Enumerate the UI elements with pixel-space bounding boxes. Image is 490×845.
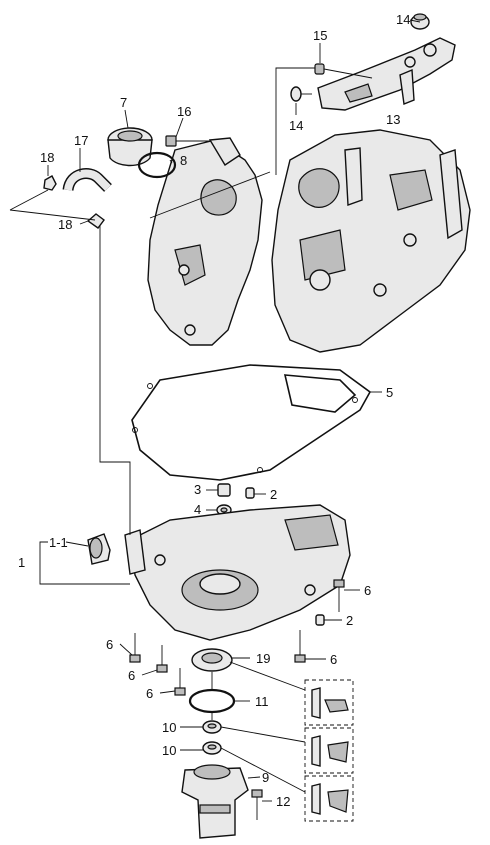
- dowel-part-2-lower: [315, 614, 325, 626]
- clip-part-18-upper: [43, 175, 57, 191]
- hose-part-17: [62, 168, 112, 192]
- grommet-part-14-top: [410, 13, 430, 30]
- callout-17: 17: [74, 133, 88, 148]
- leader-lines: [9, 19, 421, 802]
- callout-7: 7: [120, 95, 127, 110]
- callout-14-left: 14: [289, 118, 303, 133]
- o-ring-part-11: [188, 688, 236, 714]
- callout-10-upper: 10: [162, 720, 176, 735]
- bolt-part-6-mid1: [156, 645, 168, 673]
- lower-housing-part-1: [124, 504, 351, 641]
- bearing-part-10-upper: [202, 720, 222, 734]
- clip-part-18-lower: [86, 213, 105, 229]
- callout-6-right: 6: [364, 583, 371, 598]
- plug-part-1-1: [87, 533, 111, 565]
- bearing-housing-part-9: [181, 764, 249, 839]
- callout-11: 11: [255, 694, 269, 709]
- callout-18-upper: 18: [40, 150, 54, 165]
- callout-13: 13: [386, 112, 400, 127]
- bracket-part-13: [317, 37, 456, 111]
- callout-16: 16: [177, 104, 191, 119]
- plug-part-3: [217, 483, 231, 497]
- callout-2-lower: 2: [346, 613, 353, 628]
- bearing-part-10-lower: [202, 741, 222, 755]
- seal-detail-boxes: [304, 679, 354, 822]
- callout-8: 8: [180, 153, 187, 168]
- callout-3: 3: [194, 482, 201, 497]
- callout-12: 12: [276, 794, 290, 809]
- callout-19: 19: [256, 651, 270, 666]
- callout-15: 15: [313, 28, 327, 43]
- callout-6-lowright: 6: [330, 652, 337, 667]
- bolt-part-16: [165, 135, 210, 147]
- seal-part-19: [191, 648, 233, 672]
- bolt-part-6-lowright: [294, 630, 306, 663]
- bolt-part-6-left: [129, 633, 141, 663]
- dowel-part-2-upper: [245, 487, 255, 499]
- callout-6-mid2: 6: [146, 686, 153, 701]
- callout-14-top: 14: [396, 12, 410, 27]
- upper-housing-right: [271, 129, 471, 353]
- callout-4: 4: [194, 502, 201, 517]
- callout-6-mid1: 6: [128, 668, 135, 683]
- bolt-part-6-right: [333, 579, 345, 612]
- callout-10-lower: 10: [162, 743, 176, 758]
- o-ring-part-8: [137, 151, 177, 179]
- callout-6-left: 6: [106, 637, 113, 652]
- bolt-part-12: [251, 789, 263, 820]
- callout-1-1: 1-1: [49, 535, 68, 550]
- callout-18-lower: 18: [58, 217, 72, 232]
- oil-cap-part-7: [107, 127, 153, 167]
- grommet-part-14-left: [290, 86, 312, 102]
- callout-1: 1: [18, 555, 25, 570]
- gasket-part-5: [131, 364, 372, 481]
- bolt-part-6-mid2: [174, 668, 186, 696]
- callout-2-upper: 2: [270, 487, 277, 502]
- callout-5: 5: [386, 385, 393, 400]
- spacer-part-15: [314, 63, 373, 79]
- callout-9: 9: [262, 770, 269, 785]
- upper-housing-left: [147, 137, 263, 346]
